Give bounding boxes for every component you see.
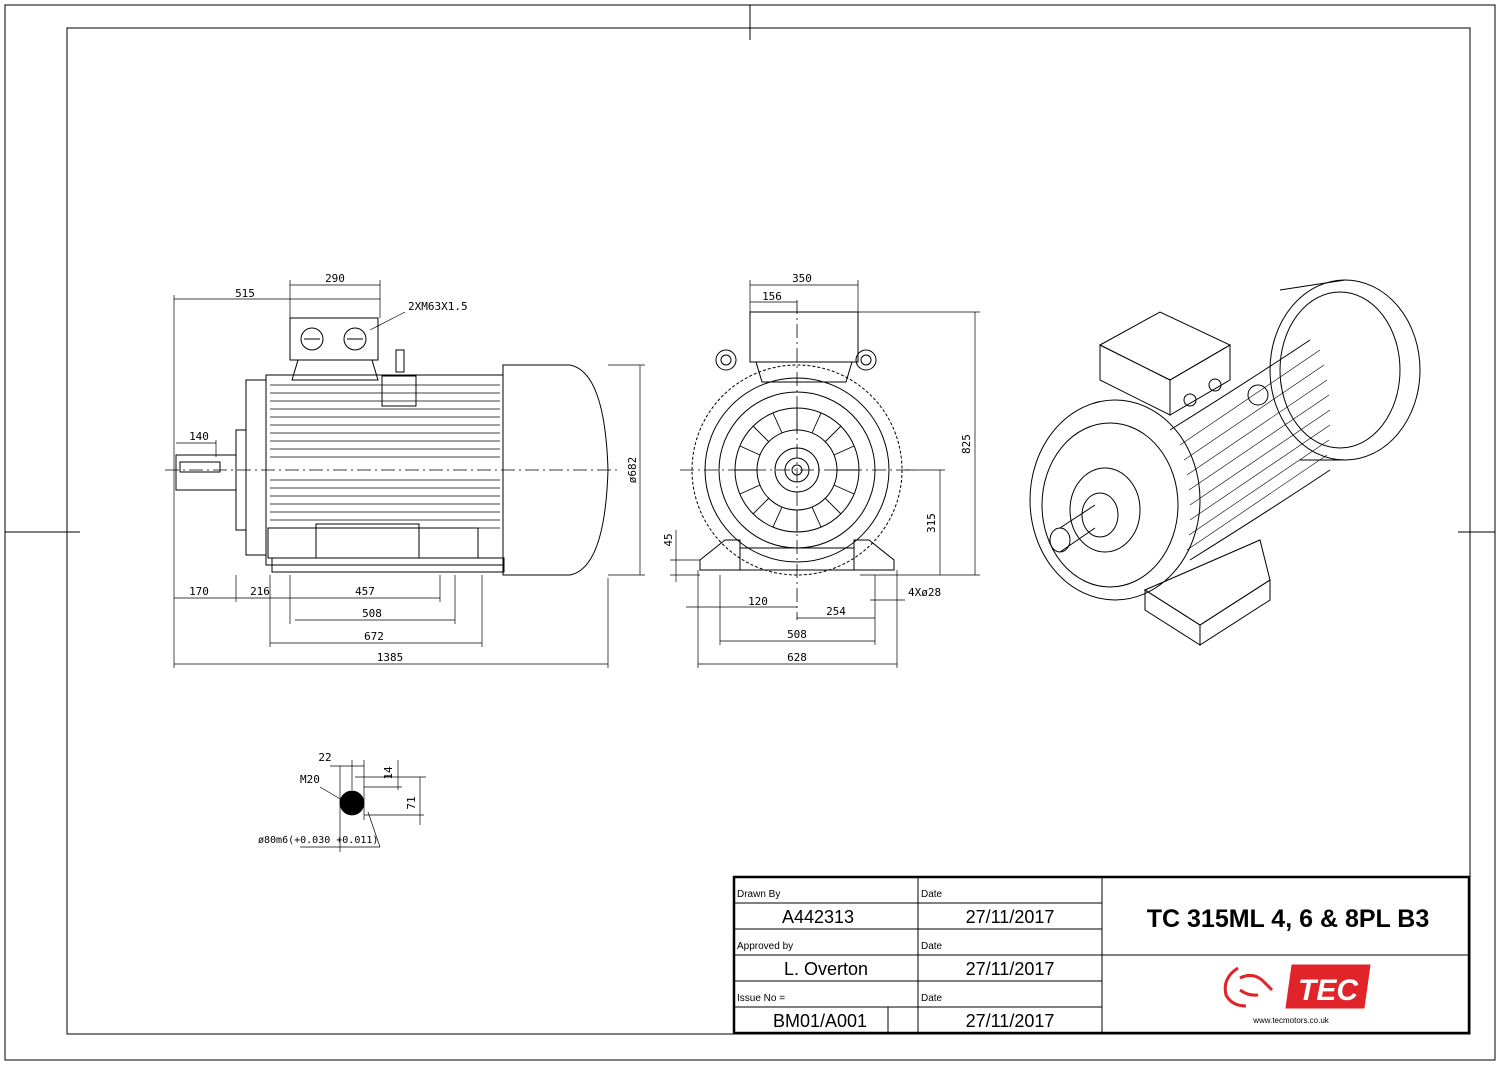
dim-120: 120 — [748, 595, 768, 608]
dim-71: 71 — [405, 796, 418, 809]
date-value-2: 27/11/2017 — [966, 959, 1055, 979]
dim-terminal-thread: 2XM63X1.5 — [408, 300, 468, 313]
dim-22: 22 — [318, 751, 331, 764]
dim-140: 140 — [189, 430, 209, 443]
issue-value: BM01/A001 — [773, 1011, 867, 1031]
end-view — [680, 300, 915, 620]
title-block: Drawn By Date A442313 27/11/2017 Approve… — [732, 875, 1471, 1035]
dim-672: 672 — [364, 630, 384, 643]
end-view-dimensions — [670, 280, 980, 668]
dim-156: 156 — [762, 290, 782, 303]
dim-350: 350 — [792, 272, 812, 285]
drawn-by-value: A442313 — [782, 907, 854, 927]
side-view-dim-labels: 515 290 2XM63X1.5 140 ø682 170 216 457 5… — [189, 272, 639, 664]
tec-logo: TEC www.tecmotors.co.uk — [1223, 964, 1371, 1025]
dim-216: 216 — [250, 585, 270, 598]
shaft-detail-labels: 22 14 M20 71 ø80m6(+0.030 +0.011) — [258, 751, 418, 846]
website: www.tecmotors.co.uk — [1252, 1016, 1330, 1025]
dim-457: 457 — [355, 585, 375, 598]
issue-label: Issue No = — [737, 993, 785, 1004]
date-label-1: Date — [921, 889, 943, 900]
approved-by-value: L. Overton — [784, 959, 868, 979]
logo-text: TEC — [1298, 974, 1359, 1007]
side-view — [165, 317, 620, 576]
dim-45: 45 — [662, 533, 675, 546]
date-label-2: Date — [921, 941, 943, 952]
dim-holes: 4Xø28 — [908, 586, 941, 599]
end-view-dim-labels: 350 156 825 315 45 120 254 4Xø28 508 628 — [662, 272, 973, 664]
dim-515: 515 — [235, 287, 255, 300]
side-view-dimensions — [173, 280, 645, 668]
helmet-icon — [1223, 966, 1274, 1008]
date-label-3: Date — [921, 993, 943, 1004]
dim-508: 508 — [362, 607, 382, 620]
dim-shaft-diameter: ø80m6(+0.030 +0.011) — [258, 835, 378, 846]
dim-254: 254 — [826, 605, 846, 618]
dim-315: 315 — [925, 513, 938, 533]
shaft-detail — [300, 760, 426, 852]
dim-508: 508 — [787, 628, 807, 641]
dim-thread: M20 — [300, 773, 320, 786]
dim-1385: 1385 — [377, 651, 404, 664]
dim-290: 290 — [325, 272, 345, 285]
approved-by-label: Approved by — [737, 941, 793, 952]
isometric-view — [1029, 279, 1421, 646]
dim-682: ø682 — [626, 457, 639, 484]
date-value-3: 27/11/2017 — [966, 1011, 1055, 1031]
dim-628: 628 — [787, 651, 807, 664]
drawing-title: TC 315ML 4, 6 & 8PL B3 — [1147, 905, 1430, 933]
dim-14: 14 — [382, 766, 395, 780]
drawn-by-label: Drawn By — [737, 889, 780, 900]
date-value-1: 27/11/2017 — [966, 907, 1055, 927]
dim-825: 825 — [960, 434, 973, 454]
dim-170: 170 — [189, 585, 209, 598]
